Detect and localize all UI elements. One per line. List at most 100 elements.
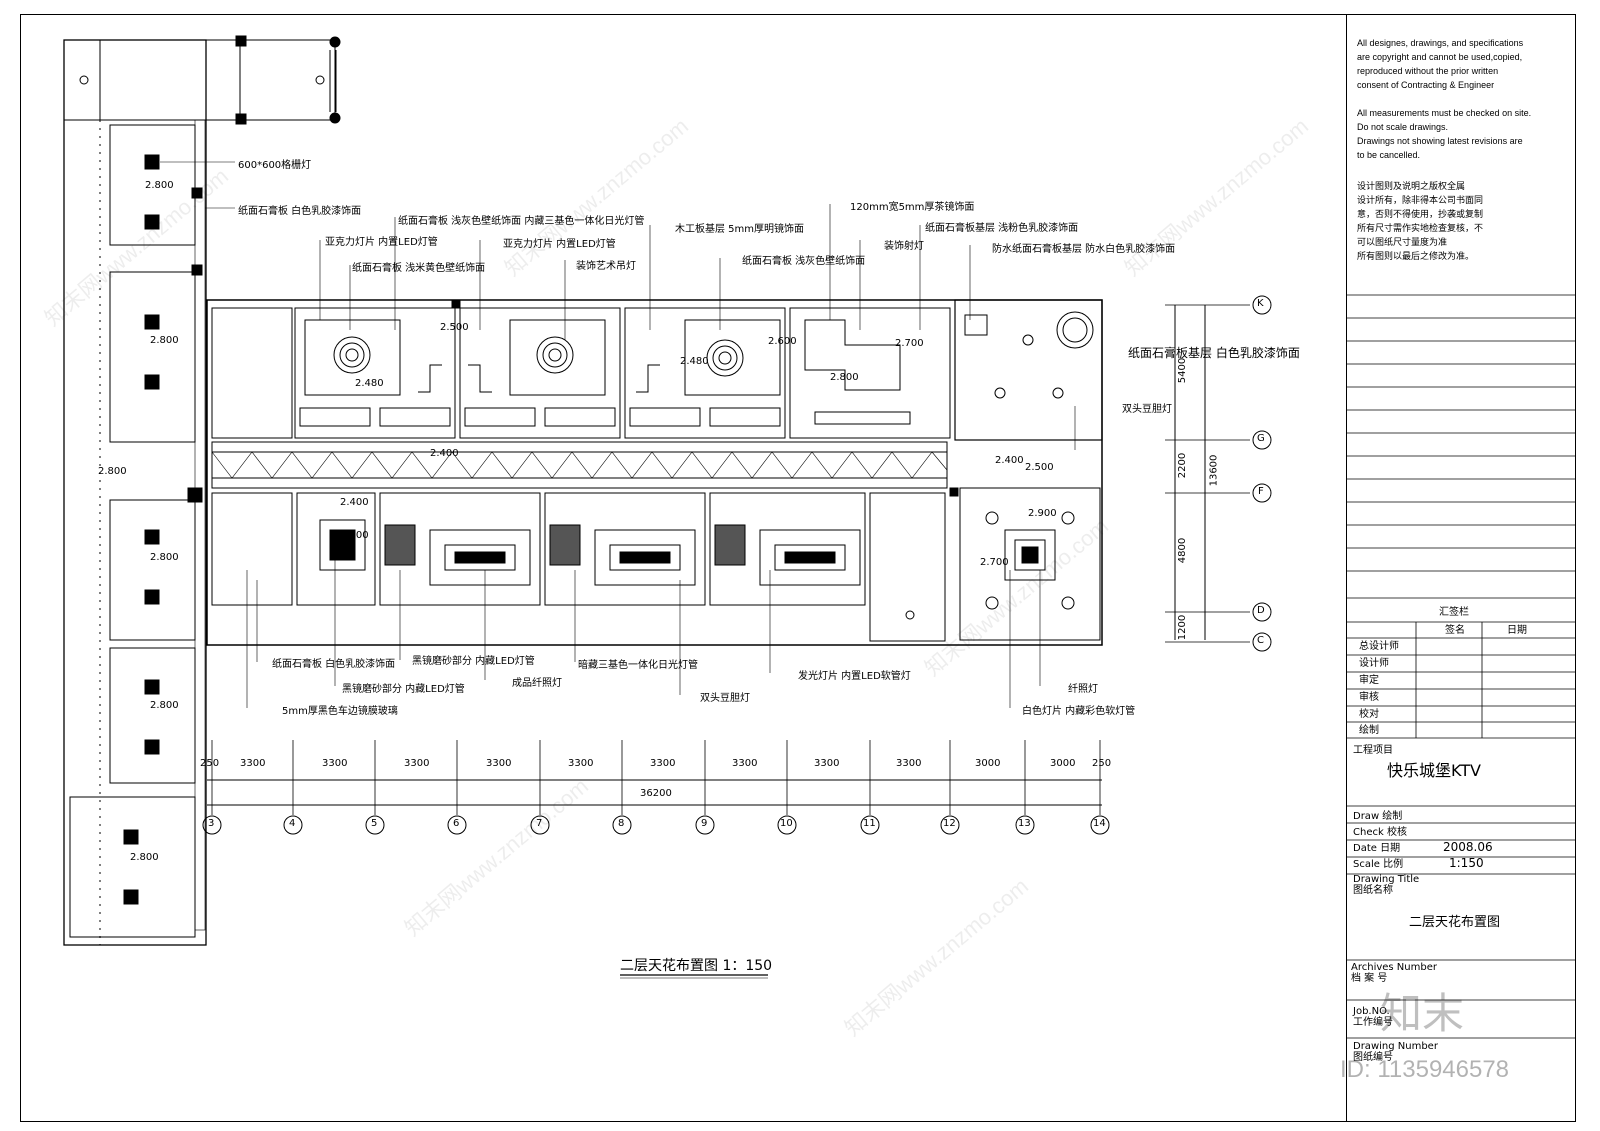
archives-label: Archives Number 档 案 号 — [1351, 962, 1437, 984]
sign-col: 日期 — [1507, 625, 1527, 636]
dimension: 3300 — [486, 758, 512, 769]
height-label: 2.800 — [98, 466, 127, 477]
axis-label: 12 — [943, 818, 956, 829]
sign-row: 审核 — [1359, 692, 1379, 703]
annotation: 亚克力灯片 内置LED灯管 — [503, 239, 616, 250]
axis-label: 4 — [289, 818, 296, 829]
annotation: 双头豆胆灯 — [700, 693, 750, 704]
axis-label: F — [1258, 486, 1264, 497]
annotation: 装饰艺术吊灯 — [576, 261, 636, 272]
annotation: 5mm厚黑色车边镜膜玻璃 — [282, 706, 398, 717]
copyright-notes-cn: 设计图则及说明之版权全属 设计所有，除非得本公司书面同 意，否则不得使用，抄袭或… — [1357, 182, 1484, 262]
sign-row: 绘制 — [1359, 725, 1379, 736]
sign-row: 总设计师 — [1359, 641, 1399, 652]
height-label: 2.700 — [340, 530, 369, 541]
axis-label: C — [1257, 635, 1264, 646]
brand-watermark: 知末 — [1380, 989, 1465, 1038]
axis-label: 14 — [1093, 818, 1106, 829]
height-label: 2.800 — [145, 180, 174, 191]
annotation: 纸面石膏板 浅米黄色壁纸饰面 — [352, 263, 486, 274]
dimension: 3300 — [322, 758, 348, 769]
sign-header: 汇签栏 — [1439, 607, 1469, 618]
annotation: 木工板基层 5mm厚明镜饰面 — [675, 224, 805, 235]
annotation: 120mm宽5mm厚茶镜饰面 — [850, 202, 975, 213]
height-label: 2.400 — [995, 455, 1024, 466]
axis-label: 13 — [1018, 818, 1031, 829]
dimension: 3300 — [650, 758, 676, 769]
drawing-title-value: 二层天花布置图 — [1409, 915, 1501, 930]
axis-label: 11 — [863, 818, 876, 829]
axis-label: K — [1257, 298, 1264, 309]
dimension: 250 — [200, 758, 220, 769]
dimension: 3300 — [568, 758, 594, 769]
dimension: 3300 — [404, 758, 430, 769]
axis-label: D — [1257, 605, 1265, 616]
annotation: 亚克力灯片 内置LED灯管 — [325, 237, 438, 248]
annotation: 纸面石膏板 白色乳胶漆饰面 — [272, 659, 396, 670]
height-label: 2.800 — [150, 335, 179, 346]
dimension: 4800 — [1177, 537, 1189, 564]
annotation: 纸面石膏板 浅灰色壁纸饰面 内藏三基色一体化日光灯管 — [398, 216, 645, 227]
annotation: 纸面石膏板 浅灰色壁纸饰面 — [742, 256, 866, 267]
drawing-title: 二层天花布置图 1：150 — [620, 958, 773, 974]
axis-label: 9 — [701, 818, 708, 829]
height-label: 2.600 — [768, 336, 797, 347]
dimension: 3300 — [732, 758, 758, 769]
dimension: 1200 — [1177, 614, 1189, 641]
image-id-watermark: ID: 1135946578 — [1340, 1056, 1510, 1083]
axis-label: 7 — [536, 818, 543, 829]
project-label: 工程项目 — [1353, 745, 1393, 756]
annotation: 成品纤照灯 — [512, 678, 562, 689]
check-label: Check 校核 — [1353, 827, 1407, 838]
height-label: 2.800 — [150, 552, 179, 563]
height-label: 2.400 — [430, 448, 459, 459]
copyright-notes-en: All designes, drawings, and specificatio… — [1357, 38, 1532, 160]
height-label: 2.700 — [895, 338, 924, 349]
drawing-number-label: Drawing Number 图纸编号 — [1353, 1041, 1438, 1063]
job-label: Job.NO. 工作编号 — [1353, 1006, 1393, 1028]
height-label: 2.500 — [440, 322, 469, 333]
annotation: 双头豆胆灯 — [1122, 404, 1172, 415]
height-label: 2.800 — [150, 700, 179, 711]
sign-col: 签名 — [1445, 625, 1465, 636]
dimension: 3000 — [975, 758, 1001, 769]
annotation: 白色灯片 内藏彩色软灯管 — [1022, 706, 1136, 717]
axis-label: 5 — [371, 818, 378, 829]
height-label: 2.400 — [340, 497, 369, 508]
height-label: 2.800 — [130, 852, 159, 863]
project-name: 快乐城堡KTV — [1387, 761, 1481, 780]
annotation: 发光灯片 内置LED软管灯 — [798, 671, 911, 682]
annotation: 纸面石膏板 白色乳胶漆饰面 — [238, 206, 362, 217]
axis-label: 10 — [780, 818, 793, 829]
axis-label: 3 — [208, 818, 215, 829]
annotation: 纸面石膏板基层 白色乳胶漆饰面 — [1128, 346, 1300, 360]
annotation: 纤照灯 — [1068, 684, 1098, 695]
drawing-frame — [20, 14, 1576, 1122]
dimension: 3300 — [896, 758, 922, 769]
dimension: 3000 — [1050, 758, 1076, 769]
date-value: 2008.06 — [1443, 840, 1493, 854]
scale-label: Scale 比例 — [1353, 859, 1404, 870]
dimension-total: 13600 — [1208, 454, 1220, 487]
annotation: 黑镜磨砂部分 内藏LED灯管 — [342, 684, 465, 695]
dimension: 5400 — [1177, 357, 1189, 384]
date-label: Date 日期 — [1353, 843, 1401, 854]
dimension-total: 36200 — [640, 788, 672, 799]
height-label: 2.480 — [680, 356, 709, 367]
draw-label: Draw 绘制 — [1353, 811, 1403, 822]
annotation: 纸面石膏板基层 浅粉色乳胶漆饰面 — [925, 223, 1079, 234]
scale-value: 1:150 — [1449, 856, 1484, 870]
sign-row: 设计师 — [1359, 658, 1389, 669]
height-label: 2.800 — [830, 372, 859, 383]
dimension: 250 — [1092, 758, 1112, 769]
axis-label: 6 — [453, 818, 460, 829]
axis-label: G — [1257, 433, 1265, 444]
dimension: 3300 — [240, 758, 266, 769]
axis-label: 8 — [618, 818, 625, 829]
height-label: 2.900 — [1028, 508, 1057, 519]
annotation: 装饰射灯 — [884, 241, 924, 252]
annotation: 黑镜磨砂部分 内藏LED灯管 — [412, 656, 535, 667]
dimension: 3300 — [814, 758, 840, 769]
drawing-title-label: Drawing Title 图纸名称 — [1353, 874, 1420, 896]
